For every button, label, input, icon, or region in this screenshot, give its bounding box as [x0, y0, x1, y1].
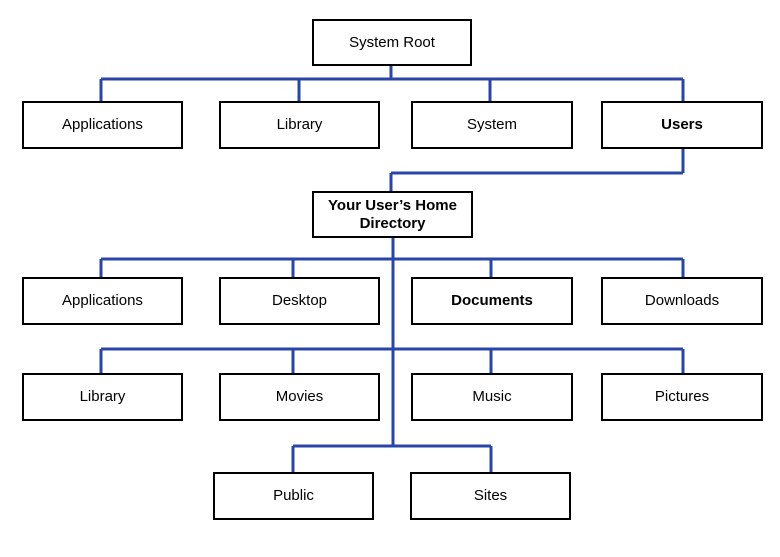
node-home-applications: Applications — [22, 277, 183, 325]
node-label: Applications — [62, 292, 143, 309]
node-label: Downloads — [644, 292, 720, 309]
node-library: Library — [219, 101, 380, 149]
node-label: Library — [276, 116, 323, 133]
node-system-root: System Root — [312, 19, 472, 66]
node-movies: Movies — [219, 373, 380, 421]
node-label: Applications — [62, 116, 143, 133]
node-label: System — [466, 116, 517, 133]
node-label: System Root — [349, 33, 435, 51]
node-label: Users — [661, 116, 703, 133]
node-home-directory: Your User’s Home Directory — [312, 191, 473, 238]
node-music: Music — [411, 373, 573, 421]
node-pictures: Pictures — [601, 373, 763, 421]
node-desktop: Desktop — [219, 277, 380, 325]
node-applications: Applications — [22, 101, 183, 149]
node-label: Your User’s Home Directory — [328, 196, 457, 232]
node-home-library: Library — [22, 373, 183, 421]
node-label: Library — [79, 388, 126, 405]
node-users: Users — [601, 101, 763, 149]
node-label: Movies — [275, 388, 324, 405]
node-label: Public — [273, 487, 314, 504]
node-label: Desktop — [271, 292, 328, 309]
node-downloads: Downloads — [601, 277, 763, 325]
node-public: Public — [213, 472, 374, 520]
node-label: Music — [472, 388, 512, 405]
node-label: Pictures — [654, 388, 710, 405]
node-documents: Documents — [411, 277, 573, 325]
node-label: Sites — [473, 487, 508, 504]
node-system: System — [411, 101, 573, 149]
node-label: Documents — [451, 292, 533, 309]
node-sites: Sites — [410, 472, 571, 520]
